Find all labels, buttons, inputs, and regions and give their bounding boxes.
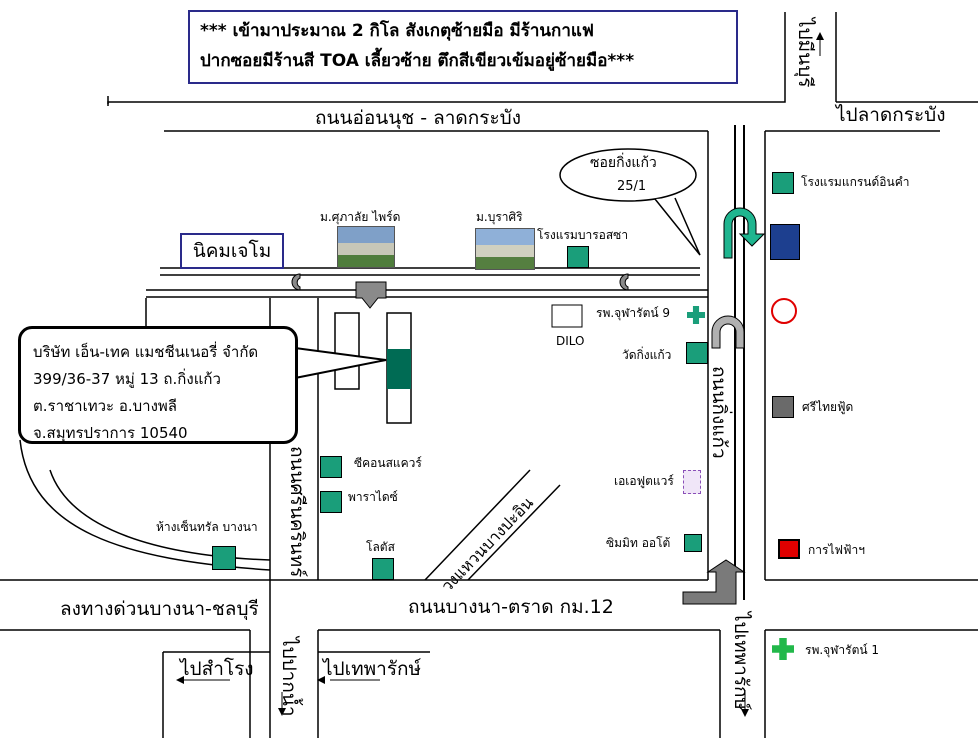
company-address-line: 399/36-37 หมู่ 13 ถ.กิ่งแก้ว <box>33 370 221 388</box>
lotus-house-icon <box>372 558 394 580</box>
direction-paknam-label: ไปปากน้ำ <box>278 637 300 717</box>
company-province-line: จ.สมุทรปราการ 10540 <box>33 424 188 442</box>
place-srithai-label: ศรีไทยฟู้ด <box>802 400 854 414</box>
place-pea-label: การไฟฟ้าฯ <box>808 543 865 557</box>
central-house-icon <box>212 546 236 570</box>
place-seacon-label: ซีคอนสแควร์ <box>354 456 422 470</box>
grand-hotel-house-icon <box>772 172 794 194</box>
direction-samrong-label: ไปสำโรง <box>180 658 254 680</box>
place-chularat1-label: รพ.จุฬารัตน์ 1 <box>805 643 880 657</box>
soi-name-label: ซอยกิ่งแก้ว <box>590 155 657 171</box>
place-hotel-bara-label: โรงแรมบารอสซา <box>537 228 629 242</box>
village-suphalai-photo <box>337 226 395 268</box>
aa-furniture-icon <box>683 470 701 494</box>
direction-thepharak-right-label: ไปเทพารักษ์ <box>730 612 752 711</box>
expressway-label: ลงทางด่วนบางนา-ชลบุรี <box>60 598 259 620</box>
no-left-turn-sign-icon <box>771 298 797 324</box>
direction-latkrabang-label: ไปลาดกระบัง <box>836 104 946 126</box>
place-aa-furniture-label: เอเอฟูตแวร์ <box>614 474 674 488</box>
hotel-house-icon <box>567 246 589 268</box>
direction-thepharak-label: ไปเทพารักษ์ <box>323 658 422 680</box>
notice-line-2: ปากซอยมีร้านสี TOA เลี้ยวซ้าย ตึกสีเขียว… <box>200 51 635 71</box>
company-district-line: ต.ราชาเทวะ อ.บางพลี <box>33 397 177 415</box>
temple-house-icon <box>686 342 708 364</box>
road-bangna-trat-label: ถนนบางนา-ตราด กม.12 <box>408 596 614 618</box>
place-simmit-auto-label: ซิมมิท ออโต้ <box>606 536 671 550</box>
company-name: บริษัท เอ็น-เทค แมชชีนเนอรี่ จำกัด <box>33 343 259 361</box>
place-dilo-label: DILO <box>556 334 585 348</box>
place-burasiri-label: ม.บุราศิริ <box>476 210 523 224</box>
soi-number-label: 25/1 <box>617 179 647 194</box>
simmit-box-icon <box>684 534 702 552</box>
bangkok-bank-icon <box>770 224 800 260</box>
road-onnut-label: ถนนอ่อนนุช - ลาดกระบัง <box>315 107 522 129</box>
srithai-house-icon <box>772 396 794 418</box>
company-address-callout: บริษัท เอ็น-เทค แมชชีนเนอรี่ จำกัด 399/3… <box>18 326 298 444</box>
place-suphalai-label: ม.ศุภาลัย ไพร์ด <box>320 210 401 224</box>
pea-office-icon <box>778 539 800 559</box>
place-central-bangna-label: ห้างเซ็นทรัล บางนา <box>156 520 258 534</box>
directions-notice: *** เข้ามาประมาณ 2 กิโล สังเกตุซ้ายมือ ม… <box>188 10 738 84</box>
place-wat-kingkaew-label: วัดกิ่งแก้ว <box>622 348 672 362</box>
place-chularat9-label: รพ.จุฬารัตน์ 9 <box>596 306 671 320</box>
road-srinakarin-label: ถนนศรีนครินทร์ <box>286 446 308 578</box>
estate-label: นิคมเจโม <box>180 233 284 269</box>
notice-line-1: *** เข้ามาประมาณ 2 กิโล สังเกตุซ้ายมือ ม… <box>200 21 594 41</box>
road-kingkaew-label: ถนนกิ่งแก้ว <box>708 366 730 459</box>
seacon-house-icon <box>320 456 342 478</box>
direction-minburi-label: ไปมีนบุรี <box>794 18 816 88</box>
paradise-house-icon <box>320 491 342 513</box>
village-burasiri-photo <box>475 228 535 270</box>
place-lotus-label: โลตัส <box>366 540 395 554</box>
place-grand-hotel-label: โรงแรมแกรนด์อินคำ <box>801 175 910 189</box>
place-paradise-label: พาราไดซ์ <box>348 490 398 504</box>
